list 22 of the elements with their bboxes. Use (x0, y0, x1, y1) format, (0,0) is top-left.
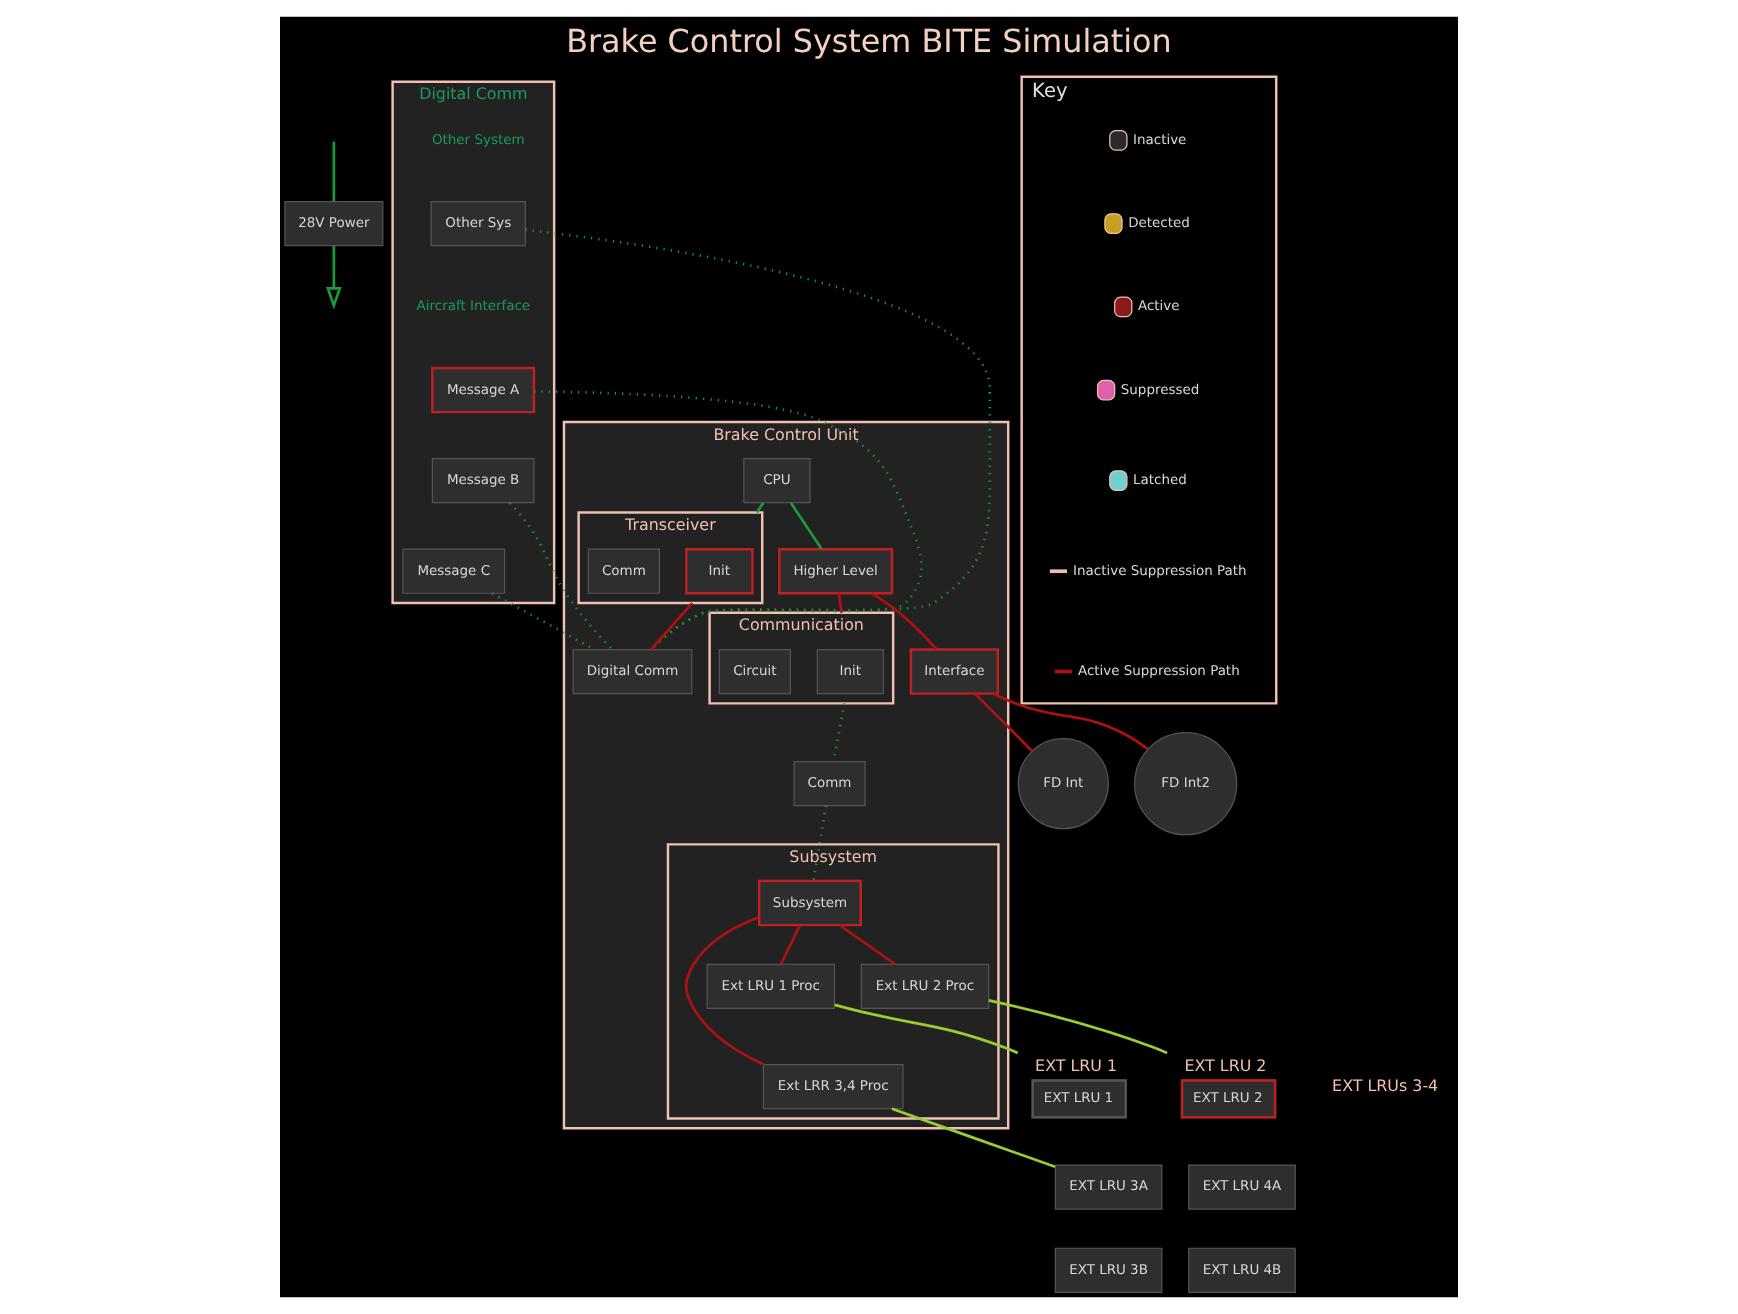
connector (992, 692, 1149, 751)
connector (974, 693, 1033, 752)
connector (871, 592, 938, 651)
connector (525, 228, 992, 651)
connector (812, 805, 828, 881)
connector (832, 703, 846, 762)
connector (779, 924, 801, 965)
connector (891, 1107, 1056, 1169)
connector (684, 915, 765, 1066)
connector (332, 141, 336, 202)
connector (839, 924, 896, 966)
connector (755, 502, 765, 514)
diagram-title: Brake Control System BITE Simulation (566, 22, 1172, 61)
connector (650, 602, 694, 651)
connector (988, 999, 1168, 1055)
arrow (325, 246, 342, 310)
connector (491, 592, 595, 651)
connector (789, 502, 823, 550)
connector (837, 593, 844, 614)
connector (534, 390, 923, 651)
connector (834, 1003, 1019, 1055)
connector (508, 502, 613, 651)
